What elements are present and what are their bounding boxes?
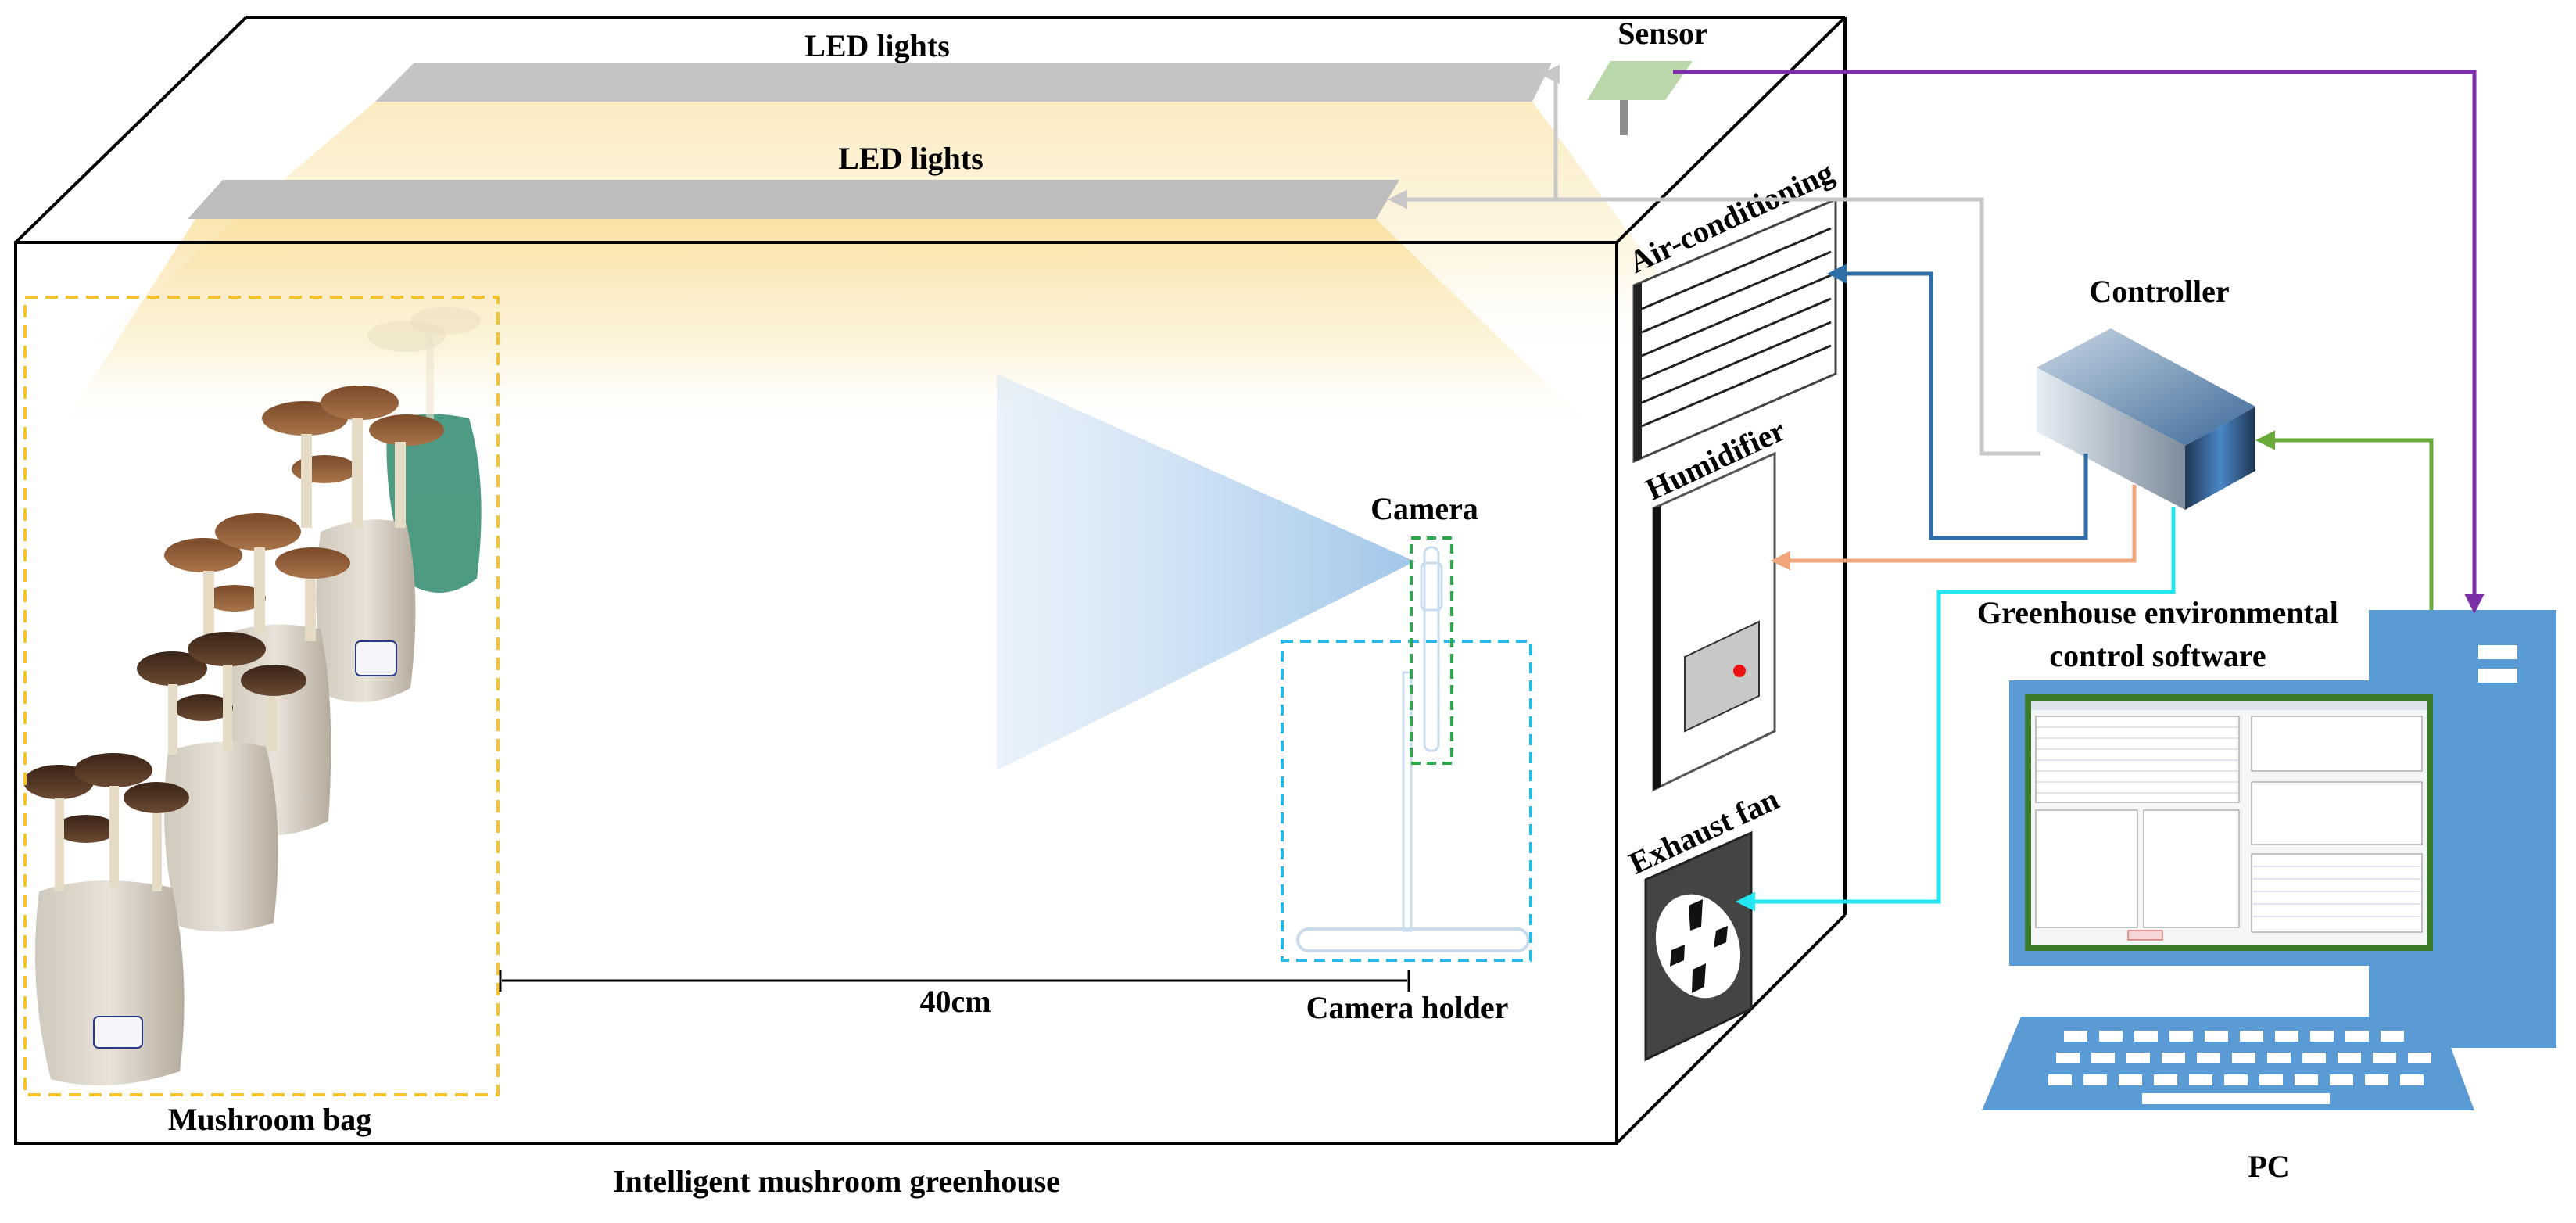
mushroom-bag-label: Mushroom bag [168,1102,371,1137]
pc: PC [1982,610,2556,1184]
exhaust-fan: Exhaust fan [1624,781,1784,1062]
sensor: Sensor [1587,16,1708,135]
software-window-mock [2031,701,2427,941]
mushroom-bags: Mushroom bag [23,296,500,1137]
led-top-label: LED lights [804,28,950,63]
mushroom-bag-1 [137,632,306,932]
camera-holder-outline [1281,640,1532,962]
fan-blades-icon [1670,899,1728,993]
software-label-line1: Greenhouse environmental [1977,595,2338,630]
sensor-to-pc-link [1673,70,2485,614]
controller-to-aircon-link [1827,264,2088,540]
light-cones [55,102,1728,438]
camera-holder: Camera holder [1281,640,1532,1025]
humidifier: Humidifier [1640,412,1790,792]
pc-to-controller-link [2255,430,2434,610]
camera-label: Camera [1370,491,1478,526]
controller: Controller [2037,274,2255,510]
controller-to-fan-link [1736,507,2176,912]
pc-label: PC [2248,1149,2289,1184]
camera-holder-label: Camera holder [1306,990,1509,1025]
sensor-label: Sensor [1618,16,1708,51]
led-light-front: LED lights [188,141,1399,219]
keyboard-keys [2048,1031,2431,1104]
mushroom-bag-front [23,753,189,1085]
mushroom-bag-outline [23,296,500,1096]
camera: Camera [1370,491,1478,765]
led-front-label: LED lights [838,141,983,176]
distance-label: 40cm [919,984,991,1019]
camera-outline [1410,536,1453,765]
camera-field-of-view [997,374,1415,770]
controller-to-led-front-link [1388,189,2040,456]
led-light-top: LED lights [375,28,1552,102]
controller-to-led-top-link [1540,64,1560,199]
controller-to-humidifier-link [1771,485,2137,571]
greenhouse-label: Intelligent mushroom greenhouse [613,1164,1060,1199]
controller-label: Controller [2089,274,2229,309]
software-label: Greenhouse environmental control softwar… [1977,595,2338,673]
connection-lines [1388,64,2485,912]
greenhouse-box [14,16,1847,1145]
software-label-line2: control software [2049,638,2266,673]
distance-indicator: 40cm [499,970,1410,1019]
